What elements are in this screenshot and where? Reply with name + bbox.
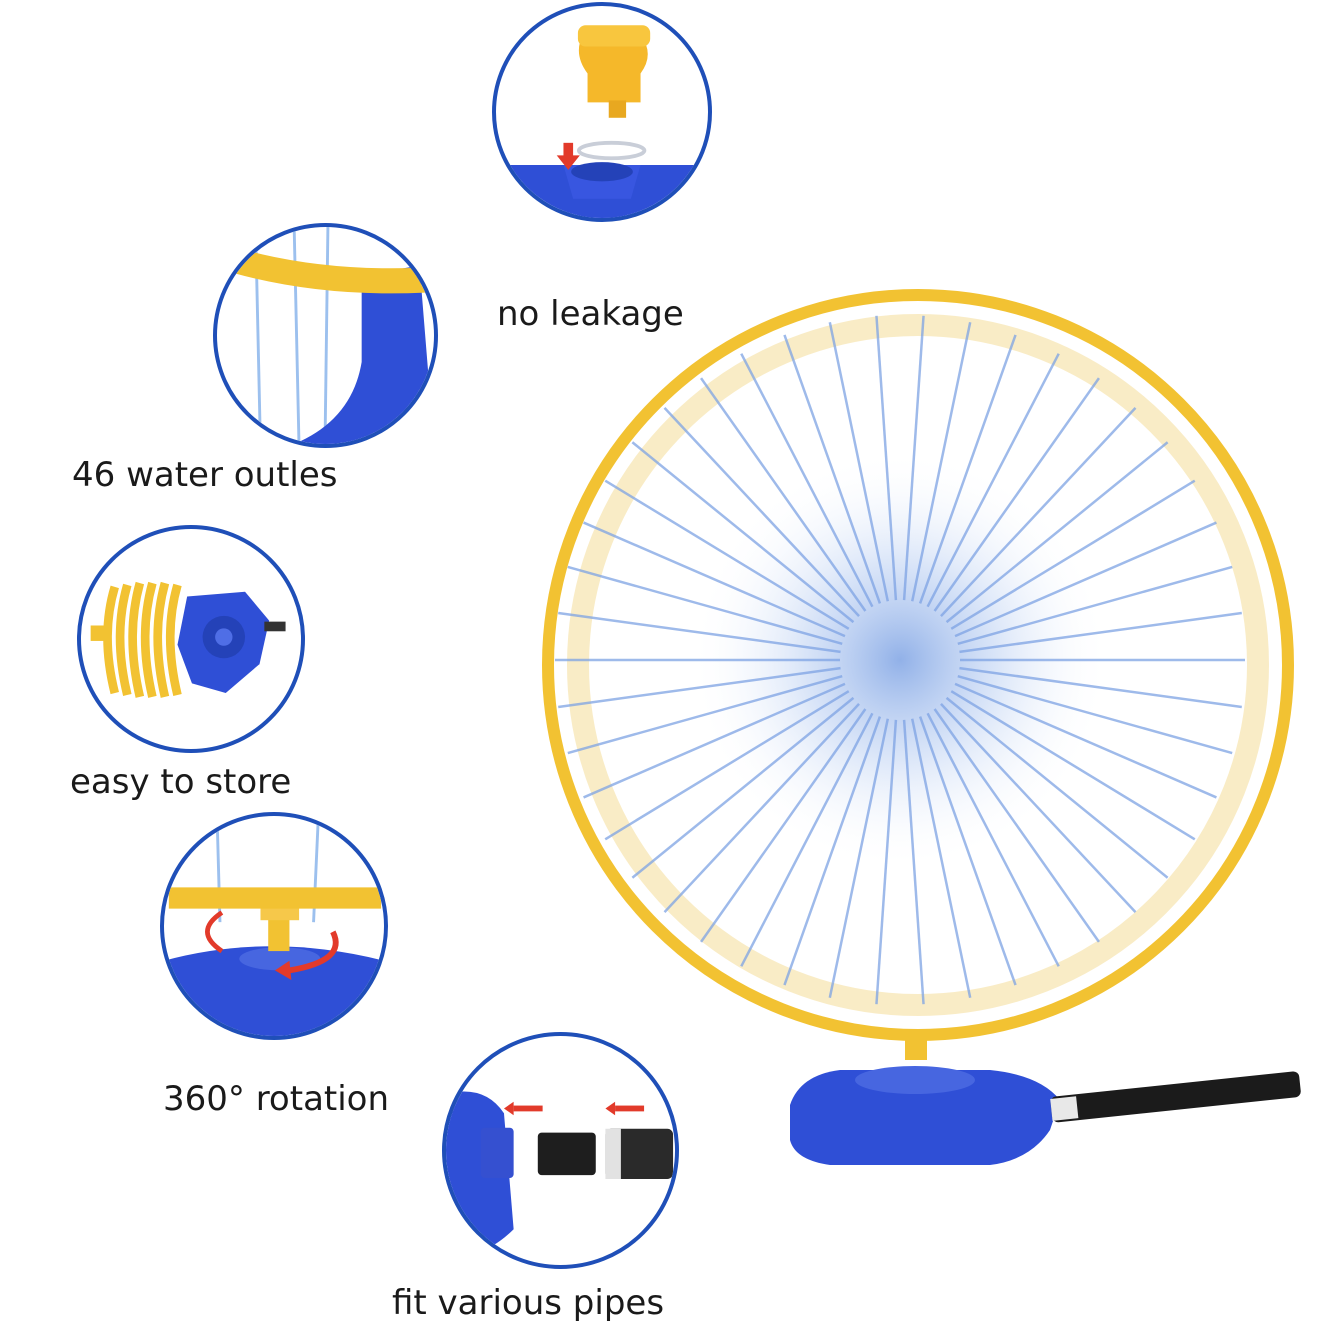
- detail-circle-water-outlets: [213, 223, 438, 448]
- water-jet: [918, 716, 1017, 986]
- water-jet: [933, 708, 1100, 943]
- label-fit-pipes: fit various pipes: [392, 1283, 665, 1323]
- water-jet: [945, 696, 1169, 879]
- detail-circle-no-leakage: [492, 2, 712, 222]
- water-jet: [631, 441, 855, 624]
- water-jet: [700, 708, 867, 943]
- water-jet: [910, 321, 972, 602]
- water-jet: [940, 702, 1137, 913]
- water-jet: [950, 690, 1196, 841]
- label-water-outlets: 46 water outles: [72, 455, 338, 495]
- detail-circle-rotation: [160, 812, 388, 1040]
- label-no-leakage: no leakage: [497, 294, 684, 334]
- water-jet: [828, 321, 890, 602]
- water-jet: [558, 666, 841, 709]
- water-jet: [918, 334, 1017, 604]
- detail-circle-easy-store: [77, 525, 305, 753]
- water-jet: [663, 702, 860, 913]
- water-jet: [567, 674, 843, 755]
- down-arrow-icon: [556, 142, 580, 170]
- water-jet: [875, 719, 898, 1005]
- water-jet: [950, 479, 1196, 630]
- water-jet: [910, 718, 972, 999]
- label-rotation: 360° rotation: [163, 1079, 390, 1119]
- water-jet: [631, 696, 855, 879]
- water-jet: [604, 479, 850, 630]
- water-jet: [783, 334, 882, 604]
- water-jet: [740, 712, 874, 967]
- water-jet: [926, 353, 1060, 608]
- water-jet: [828, 718, 890, 999]
- water-jet: [959, 611, 1242, 654]
- water-jet: [567, 565, 843, 646]
- water-jet: [783, 716, 882, 986]
- water-jet: [957, 565, 1233, 646]
- water-jet: [663, 407, 860, 618]
- hose-connector-icon: [446, 1091, 674, 1259]
- water-jet: [740, 353, 874, 608]
- water-jet: [902, 315, 925, 601]
- rotation-arrow-icon: [164, 816, 384, 1036]
- water-jet: [700, 377, 867, 612]
- water-jet: [583, 682, 846, 799]
- folded-ring-icon: [90, 581, 286, 698]
- water-jet: [940, 407, 1137, 618]
- water-jet: [875, 315, 898, 601]
- water-jet: [583, 521, 846, 638]
- water-jet: [957, 674, 1233, 755]
- water-outlet-icon: [223, 227, 434, 444]
- water-jet: [558, 611, 841, 654]
- water-jet: [959, 666, 1242, 709]
- water-jet: [926, 712, 1060, 967]
- water-jet: [902, 719, 925, 1005]
- connector-seal-icon: [496, 25, 708, 218]
- water-jet: [604, 690, 850, 841]
- label-easy-store: easy to store: [70, 762, 292, 802]
- water-jet: [954, 521, 1217, 638]
- water-jet: [954, 682, 1217, 799]
- detail-circle-fit-pipes: [442, 1032, 679, 1269]
- water-jet: [945, 441, 1169, 624]
- water-jet: [933, 377, 1100, 612]
